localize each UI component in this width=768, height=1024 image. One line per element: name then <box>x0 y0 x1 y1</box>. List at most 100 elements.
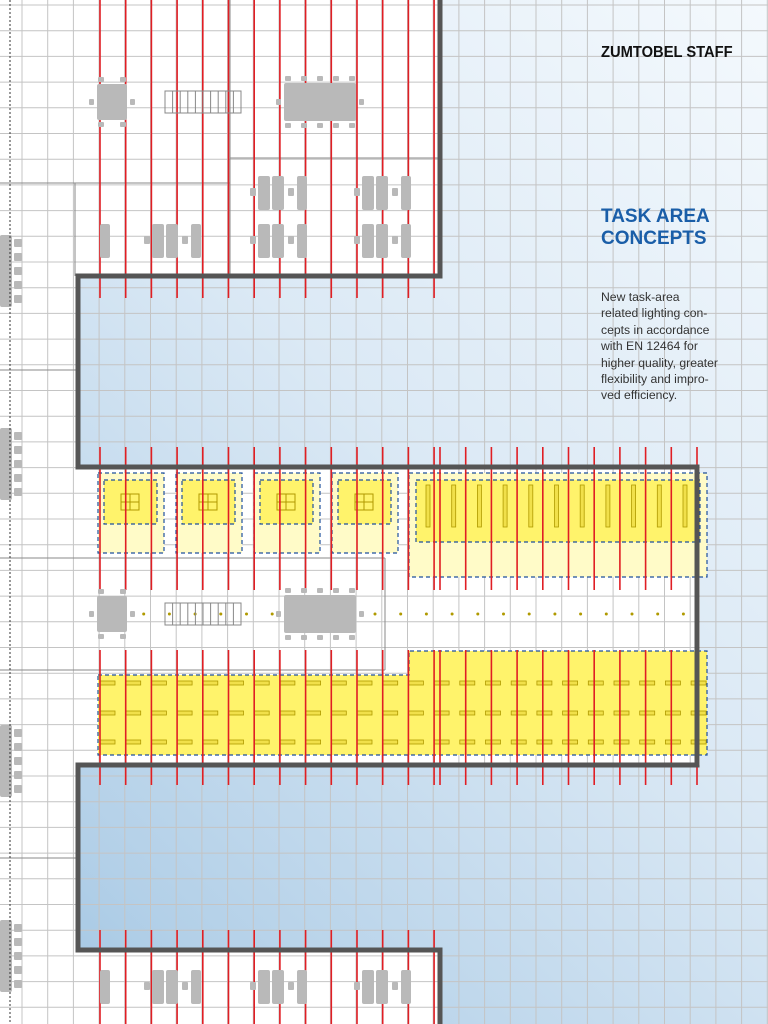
luminaire-symbol <box>356 710 373 716</box>
luminaire-symbol <box>407 680 424 686</box>
luminaire-symbol <box>99 710 116 716</box>
luminaire-symbol <box>459 739 476 745</box>
luminaire-symbol <box>253 710 270 716</box>
luminaire-point <box>245 612 248 616</box>
luminaire-symbol <box>228 710 244 716</box>
luminaire-symbol <box>228 739 244 745</box>
headline-line-1: TASK AREA <box>601 206 710 227</box>
single-desk <box>297 224 307 258</box>
luminaire-symbol <box>176 739 193 745</box>
luminaire-symbol <box>656 484 662 528</box>
luminaire-point <box>579 612 583 616</box>
luminaire-symbol <box>120 493 140 511</box>
side-seating <box>0 920 22 992</box>
luminaire-symbol <box>682 484 688 528</box>
luminaire-symbol <box>665 739 681 745</box>
luminaire-point <box>604 612 608 616</box>
luminaire-symbol <box>613 680 630 686</box>
lighting-zones <box>97 472 708 756</box>
description-line: higher quality, greater <box>601 355 718 370</box>
luminaire-point <box>142 612 146 616</box>
side-seating <box>0 428 22 500</box>
luminaire-symbol <box>330 739 347 745</box>
luminaire-symbol <box>382 710 399 716</box>
luminaire-symbol <box>279 680 296 686</box>
luminaire-symbol <box>305 710 322 716</box>
luminaire-symbol <box>356 739 373 745</box>
desk-pair <box>250 224 294 258</box>
luminaire-symbol <box>485 710 501 716</box>
luminaire-symbol <box>125 739 142 745</box>
luminaire-point <box>450 612 454 616</box>
desk-pair <box>250 970 294 1004</box>
single-desk <box>191 970 201 1004</box>
single-desk <box>100 970 110 1004</box>
luminaire-symbol <box>176 710 193 716</box>
description-line: related lighting con- <box>601 306 708 321</box>
luminaire-symbol <box>150 739 167 745</box>
luminaire-symbol <box>202 680 219 686</box>
meeting-table <box>276 588 364 640</box>
luminaire-symbol <box>356 680 373 686</box>
luminaire-symbol <box>510 710 527 716</box>
desk-pair <box>354 224 398 258</box>
luminaire-symbol <box>202 710 219 716</box>
meeting-table <box>89 589 135 639</box>
building-walls <box>75 0 700 1024</box>
furniture-symbols <box>0 76 411 1004</box>
luminaire-symbol <box>305 680 322 686</box>
luminaire-symbol <box>150 680 167 686</box>
luminaire-symbol <box>382 680 399 686</box>
side-seating <box>0 725 22 797</box>
description-line: ved efficiency. <box>601 388 678 403</box>
luminaire-symbol <box>476 484 482 528</box>
luminaire-symbol <box>407 710 424 716</box>
luminaire-symbol <box>502 484 508 528</box>
staircase <box>164 602 242 626</box>
luminaire-symbol <box>176 680 193 686</box>
luminaire-point <box>553 612 557 616</box>
luminaire-symbol <box>639 710 656 716</box>
brand-logo: ZUMTOBEL STAFF <box>601 44 733 61</box>
luminaire-symbol <box>631 484 636 528</box>
desk-pair <box>144 224 188 258</box>
luminaire-point <box>527 612 531 616</box>
luminaire-point <box>167 612 171 616</box>
luminaire-point <box>373 612 377 616</box>
luminaire-symbol <box>279 710 296 716</box>
luminaire-symbol <box>510 739 527 745</box>
single-desk <box>297 176 307 210</box>
luminaire-symbol <box>459 680 476 686</box>
single-desk <box>401 224 411 258</box>
description-line: with EN 12464 for <box>601 339 698 354</box>
luminaire-symbol <box>528 484 534 528</box>
luminaire-symbol <box>485 739 501 745</box>
luminaire-symbol <box>305 739 322 745</box>
luminaire-symbol <box>354 493 374 511</box>
luminaire-symbol <box>459 710 476 716</box>
luminaire-symbol <box>99 739 116 745</box>
luminaire-point <box>502 612 505 616</box>
luminaire-symbol <box>587 710 604 716</box>
luminaire-symbol <box>562 680 578 686</box>
single-desk <box>100 224 110 258</box>
luminaire-symbol <box>382 739 399 745</box>
luminaire-point <box>656 612 660 616</box>
page-headline: TASK AREA CONCEPTS <box>601 206 761 250</box>
luminaire-symbol <box>125 710 142 716</box>
luminaire-symbol <box>639 680 656 686</box>
luminaire-symbol <box>665 710 681 716</box>
single-desk <box>401 176 411 210</box>
single-desk <box>297 970 307 1004</box>
luminaire-symbol <box>562 710 578 716</box>
luminaire-symbol <box>536 739 553 745</box>
luminaire-symbol <box>639 739 656 745</box>
luminaire-symbol <box>253 680 270 686</box>
meeting-table <box>276 76 364 128</box>
luminaire-point <box>270 612 274 616</box>
luminaire-symbol <box>562 739 578 745</box>
luminaire-symbol <box>407 739 424 745</box>
luminaire-point <box>399 612 403 616</box>
luminaire-symbol <box>279 739 296 745</box>
luminaire-symbol <box>536 680 553 686</box>
